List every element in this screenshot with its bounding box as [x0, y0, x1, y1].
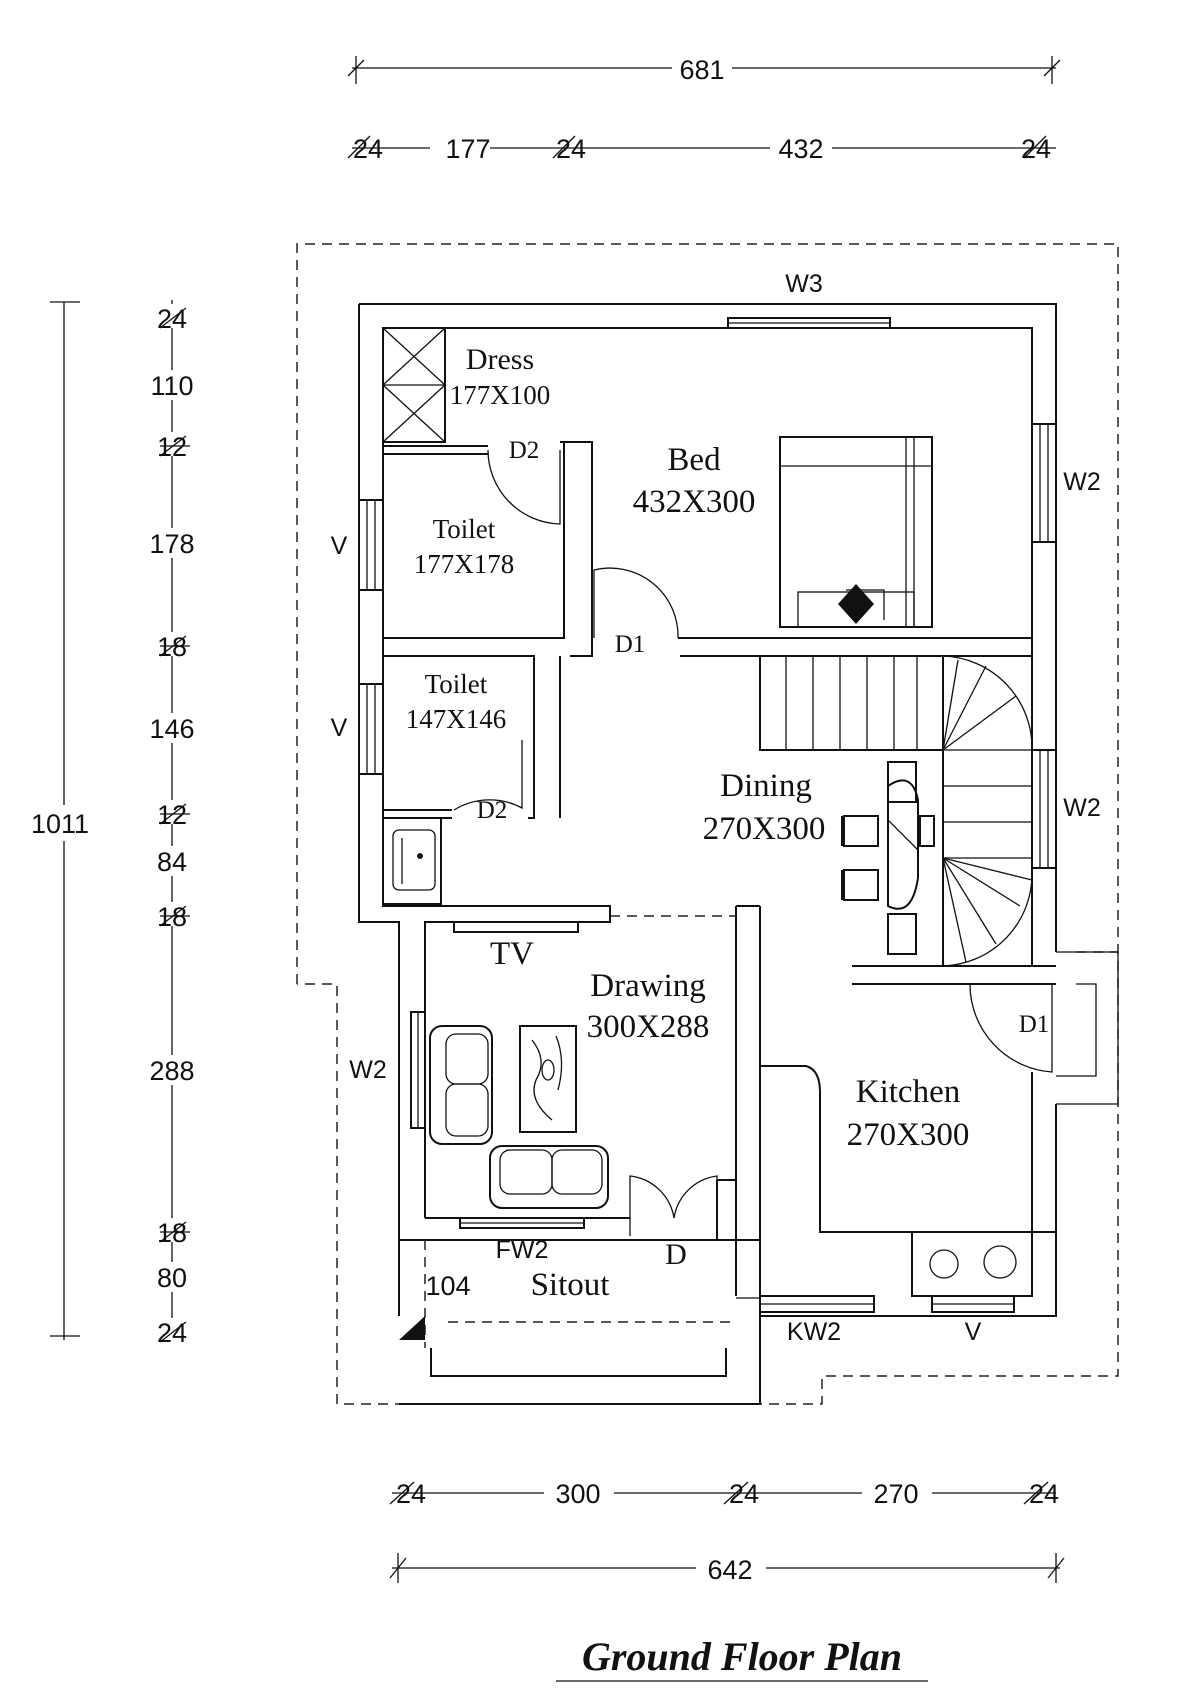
dining-table	[841, 761, 935, 955]
bed-furniture	[779, 436, 933, 628]
plinth-outline	[296, 243, 1119, 1405]
top-dimension-lines: 681 24 177 24 432 24	[347, 50, 1061, 164]
window-kw2-label: KW2	[787, 1318, 841, 1346]
top-dim-segment-1: 177	[445, 134, 490, 164]
left-dimension-lines: 1011 24 110 12 178 18 146 12 84 1	[22, 300, 204, 1348]
bottom-dim-segment-1: 300	[555, 1479, 600, 1509]
drawing-room-name: Drawing	[590, 968, 705, 1004]
toilet-2-name: Toilet	[425, 669, 488, 699]
bottom-total-dimension: 642	[707, 1555, 752, 1585]
window-w2-drawing-label: W2	[349, 1056, 387, 1084]
left-dim-5: 18	[157, 632, 187, 662]
left-dim-11: 18	[157, 1218, 187, 1248]
dashed-lines	[424, 915, 1119, 1348]
top-dim-wall-1: 24	[353, 134, 383, 164]
interior-walls	[383, 441, 1056, 1405]
door-d1-bed-label: D1	[615, 631, 646, 658]
window-w2-dining-label: W2	[1063, 794, 1101, 822]
bottom-dim-wall-3: 24	[1029, 1479, 1059, 1509]
left-dim-10: 288	[149, 1056, 194, 1086]
window-w3-label: W3	[785, 270, 823, 298]
door-d2-toilet-label: D2	[477, 797, 508, 824]
top-dim-wall-2: 24	[556, 134, 586, 164]
tv-label: TV	[490, 936, 534, 972]
bottom-dim-segment-2: 270	[873, 1479, 918, 1509]
sitout-corner-mark	[399, 1316, 425, 1340]
dress-wardrobe	[382, 327, 446, 443]
door-d1-kitchen-label: D1	[1019, 1011, 1050, 1038]
door-d-main-label: D	[665, 1238, 687, 1271]
vent-v-toilet-1-label: V	[331, 532, 348, 560]
top-dim-wall-3: 24	[1021, 134, 1051, 164]
left-dim-8: 84	[157, 847, 187, 877]
sitout-depth-dimension: 104	[425, 1271, 470, 1301]
toilet-1-name: Toilet	[433, 514, 496, 544]
kitchen-room-name: Kitchen	[856, 1074, 960, 1110]
vent-v-kitchen-label: V	[965, 1318, 982, 1346]
tv-unit	[453, 921, 579, 933]
vent-v-toilet-2-label: V	[331, 714, 348, 742]
door-d2-dress-label: D2	[509, 437, 540, 464]
kitchen-room-size: 270X300	[847, 1117, 970, 1153]
bottom-dimension-lines: 24 300 24 270 24 642	[389, 1478, 1065, 1586]
drawing-room-size: 300X288	[587, 1009, 710, 1045]
window-w2-bed-label: W2	[1063, 468, 1101, 496]
bed-room-size: 432X300	[633, 484, 756, 520]
left-dim-9: 18	[157, 902, 187, 932]
left-dim-7: 12	[157, 800, 187, 830]
sitout-room-name: Sitout	[531, 1267, 610, 1303]
left-dim-4: 178	[149, 529, 194, 559]
dining-room-name: Dining	[720, 768, 812, 804]
left-dim-3: 12	[157, 432, 187, 462]
toilet-1-size: 177X178	[414, 549, 515, 579]
left-dim-6: 146	[149, 714, 194, 744]
dress-room-size: 177X100	[450, 380, 551, 410]
left-dim-1: 24	[157, 304, 187, 334]
left-total-dimension: 1011	[31, 809, 89, 839]
left-dim-13: 24	[157, 1318, 187, 1348]
bed-room-name: Bed	[667, 442, 721, 478]
wash-basin	[382, 817, 442, 905]
left-dim-2: 110	[150, 371, 193, 401]
windows	[358, 317, 1057, 1313]
left-dim-12: 80	[157, 1263, 187, 1293]
plan-title: Ground Floor Plan	[582, 1634, 902, 1679]
window-fw2-label: FW2	[496, 1236, 549, 1264]
dining-room-size: 270X300	[703, 811, 826, 847]
toilet-2-size: 147X146	[406, 704, 507, 734]
outer-walls	[358, 303, 1057, 1317]
doors	[453, 449, 1053, 1236]
stair	[785, 655, 1033, 967]
bottom-dim-wall-2: 24	[729, 1479, 759, 1509]
bottom-dim-wall-1: 24	[396, 1479, 426, 1509]
stove	[911, 1231, 1033, 1297]
sofa-set	[429, 1025, 609, 1209]
top-dim-segment-2: 432	[778, 134, 823, 164]
top-total-dimension: 681	[679, 55, 724, 85]
dress-room-name: Dress	[466, 343, 534, 376]
